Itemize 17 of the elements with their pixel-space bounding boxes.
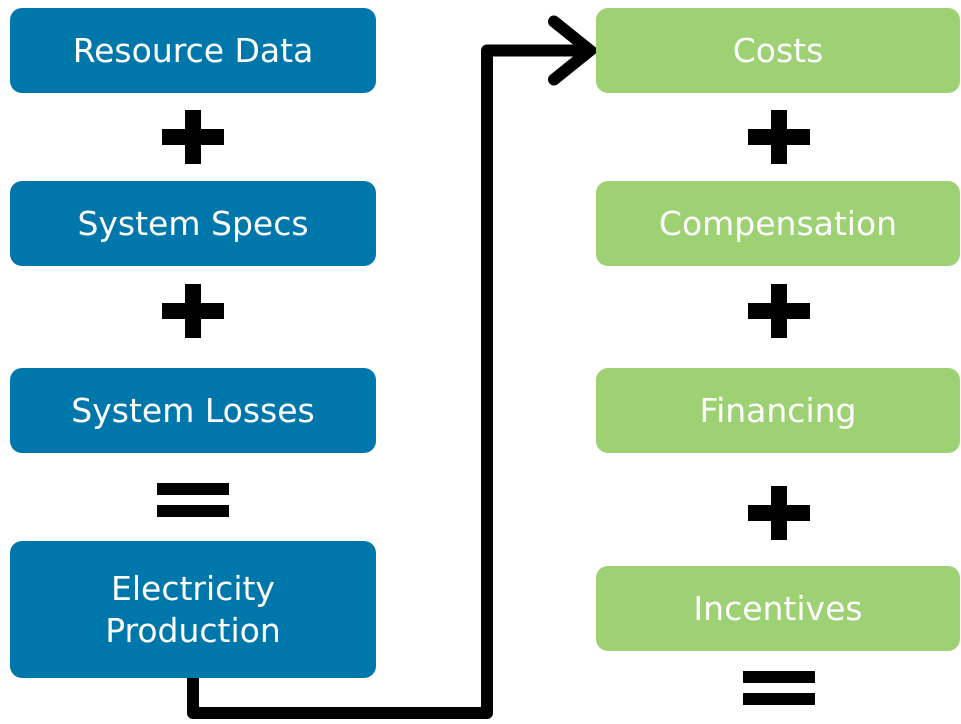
box-label: Costs [732,30,824,72]
box-label: System Specs [76,202,310,244]
box-label: Incentives [692,588,864,630]
box-label: System Losses [70,390,316,432]
process-box [596,566,960,651]
process-box [596,8,960,93]
box-label: Electricity Production [104,568,282,651]
box-label: Compensation [658,202,898,244]
process-box [10,541,376,678]
arrow [187,16,596,719]
process-box [596,181,960,266]
process-box [10,181,376,266]
process-box [596,368,960,453]
box-label: Resource Data [72,30,314,72]
process-box [10,8,376,93]
process-box [10,368,376,453]
box-label: Financing [698,390,858,432]
